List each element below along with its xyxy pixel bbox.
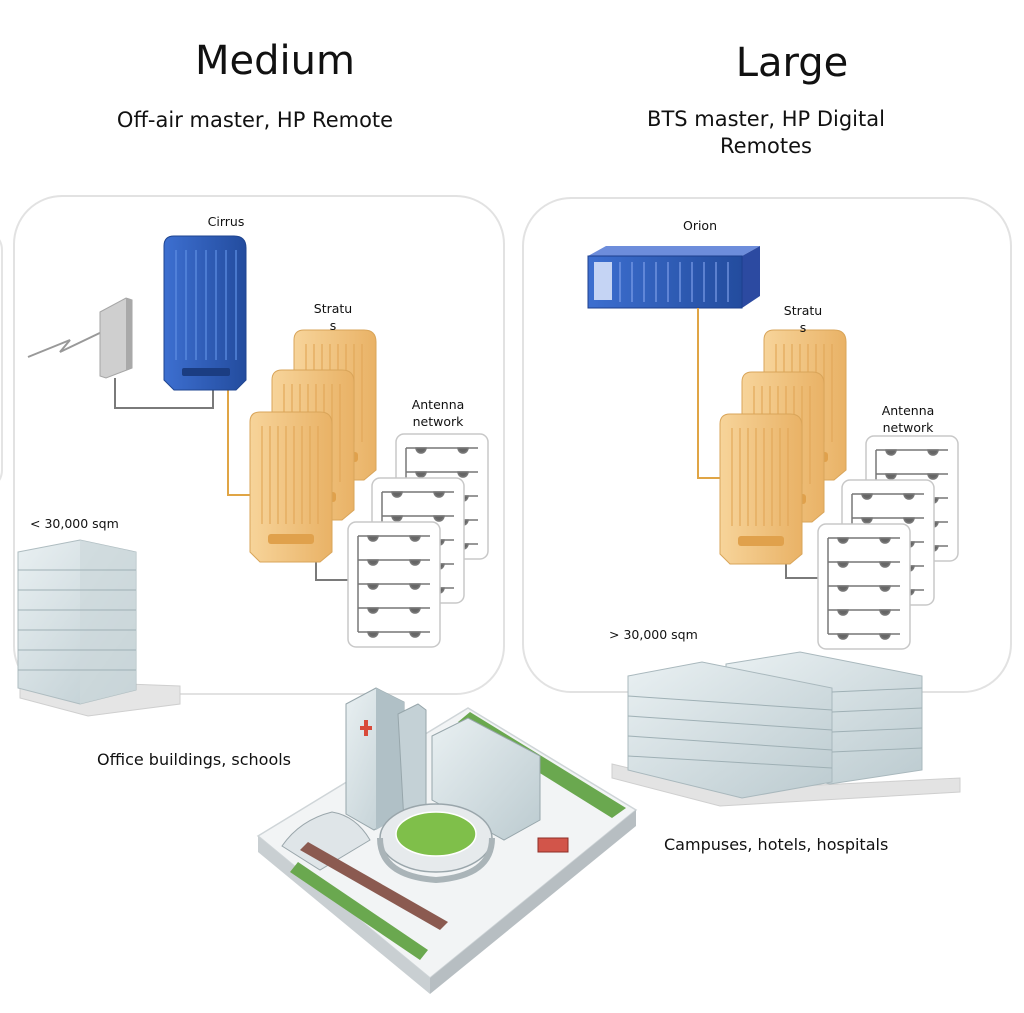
lightning-icon	[27, 329, 107, 358]
large-antenna-card-front-icon	[817, 523, 911, 650]
medium-stratus-label: Stratu s	[298, 300, 368, 334]
large-subtitle: BTS master, HP Digital Remotes	[606, 106, 926, 160]
large-antenna-label: Antenna network	[868, 402, 948, 436]
cable-donor-to-cirrus	[114, 375, 214, 409]
cirrus-label: Cirrus	[207, 214, 245, 229]
stratus-unit-front-icon	[249, 411, 333, 563]
donor-antenna-icon	[99, 297, 133, 379]
orion-unit-icon	[587, 246, 760, 309]
cable-orion-to-stratus	[697, 308, 722, 479]
medium-antenna-label-line2: network	[412, 414, 464, 429]
large-subtitle-line1: BTS master, HP Digital	[647, 107, 885, 131]
large-subtitle-line2: Remotes	[720, 134, 812, 158]
antenna-card-front-icon	[347, 521, 441, 648]
medium-antenna-label-line1: Antenna	[411, 397, 465, 412]
cirrus-unit-icon	[163, 235, 247, 391]
large-antenna-label-line1: Antenna	[881, 403, 935, 418]
city-model-icon	[256, 687, 638, 994]
large-area-label: > 30,000 sqm	[609, 627, 698, 642]
large-stratus-label-line2: s	[799, 320, 807, 335]
left-edge-panel	[0, 239, 3, 481]
medium-title: Medium	[195, 38, 355, 84]
orion-label: Orion	[682, 218, 718, 233]
large-caption: Campuses, hotels, hospitals	[664, 835, 889, 854]
large-stratus-unit-front-icon	[719, 413, 803, 565]
cable-cirrus-to-stratus	[227, 368, 252, 496]
large-stratus-label: Stratu s	[768, 302, 838, 336]
medium-stratus-label-line1: Stratu	[313, 301, 353, 316]
office-building-icon	[17, 539, 181, 717]
medium-caption: Office buildings, schools	[97, 750, 292, 769]
medium-subtitle: Off-air master, HP Remote	[116, 108, 394, 132]
medium-stratus-label-line2: s	[329, 318, 337, 333]
medium-area-label: < 30,000 sqm	[30, 516, 119, 531]
large-antenna-label-line2: network	[882, 420, 934, 435]
medium-antenna-label: Antenna network	[398, 396, 478, 430]
large-title: Large	[735, 40, 849, 86]
campus-buildings-icon	[611, 651, 961, 807]
large-stratus-label-line1: Stratu	[783, 303, 823, 318]
